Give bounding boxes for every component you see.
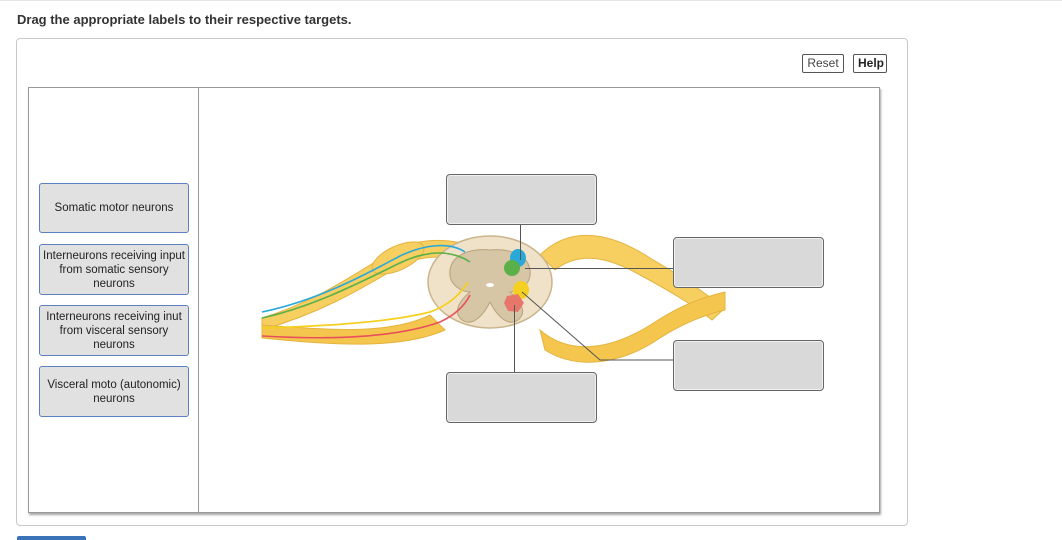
fiber-green — [261, 252, 471, 319]
drop-target-top[interactable] — [446, 174, 597, 225]
fiber-red — [261, 294, 471, 339]
drag-label-somatic-motor[interactable]: Somatic motor neurons — [39, 183, 189, 233]
label-line: neurons — [93, 392, 135, 405]
drag-label-interneurons-visceral[interactable]: Interneurons receiving inut from viscera… — [39, 305, 189, 356]
reset-button[interactable]: Reset — [802, 54, 844, 73]
top-rule — [0, 0, 1062, 1]
label-line: from visceral sensory — [59, 324, 169, 337]
leader-line-right-upper — [525, 268, 675, 269]
visceral-sensory-region — [504, 260, 520, 276]
ventral-root-nerve — [261, 314, 446, 345]
fiber-yellow — [261, 281, 469, 329]
label-line: Visceral moto (autonomic) — [47, 378, 181, 391]
label-bank — [28, 87, 199, 513]
instruction-text: Drag the appropriate labels to their res… — [17, 12, 352, 27]
drop-target-bottom[interactable] — [446, 372, 597, 423]
label-line: Interneurons receiving inut — [46, 310, 182, 323]
label-line: from somatic sensory — [59, 263, 169, 276]
drag-label-interneurons-somatic[interactable]: Interneurons receiving input from somati… — [39, 244, 189, 295]
label-line: Interneurons receiving input — [43, 249, 185, 262]
help-button[interactable]: Help — [853, 54, 887, 73]
somatic-motor-region — [504, 294, 524, 312]
leader-line-bottom — [514, 305, 515, 373]
drop-target-right-upper[interactable] — [673, 237, 824, 288]
label-line: neurons — [93, 338, 135, 351]
label-line: neurons — [93, 277, 135, 290]
central-canal — [486, 283, 494, 287]
fiber-blue — [261, 244, 466, 313]
drag-label-visceral-motor[interactable]: Visceral moto (autonomic) neurons — [39, 366, 189, 417]
label-line: Somatic motor neurons — [54, 202, 174, 214]
drop-target-right-lower[interactable] — [673, 340, 824, 391]
leader-line-top — [520, 224, 521, 260]
submit-button-edge[interactable] — [17, 536, 86, 540]
